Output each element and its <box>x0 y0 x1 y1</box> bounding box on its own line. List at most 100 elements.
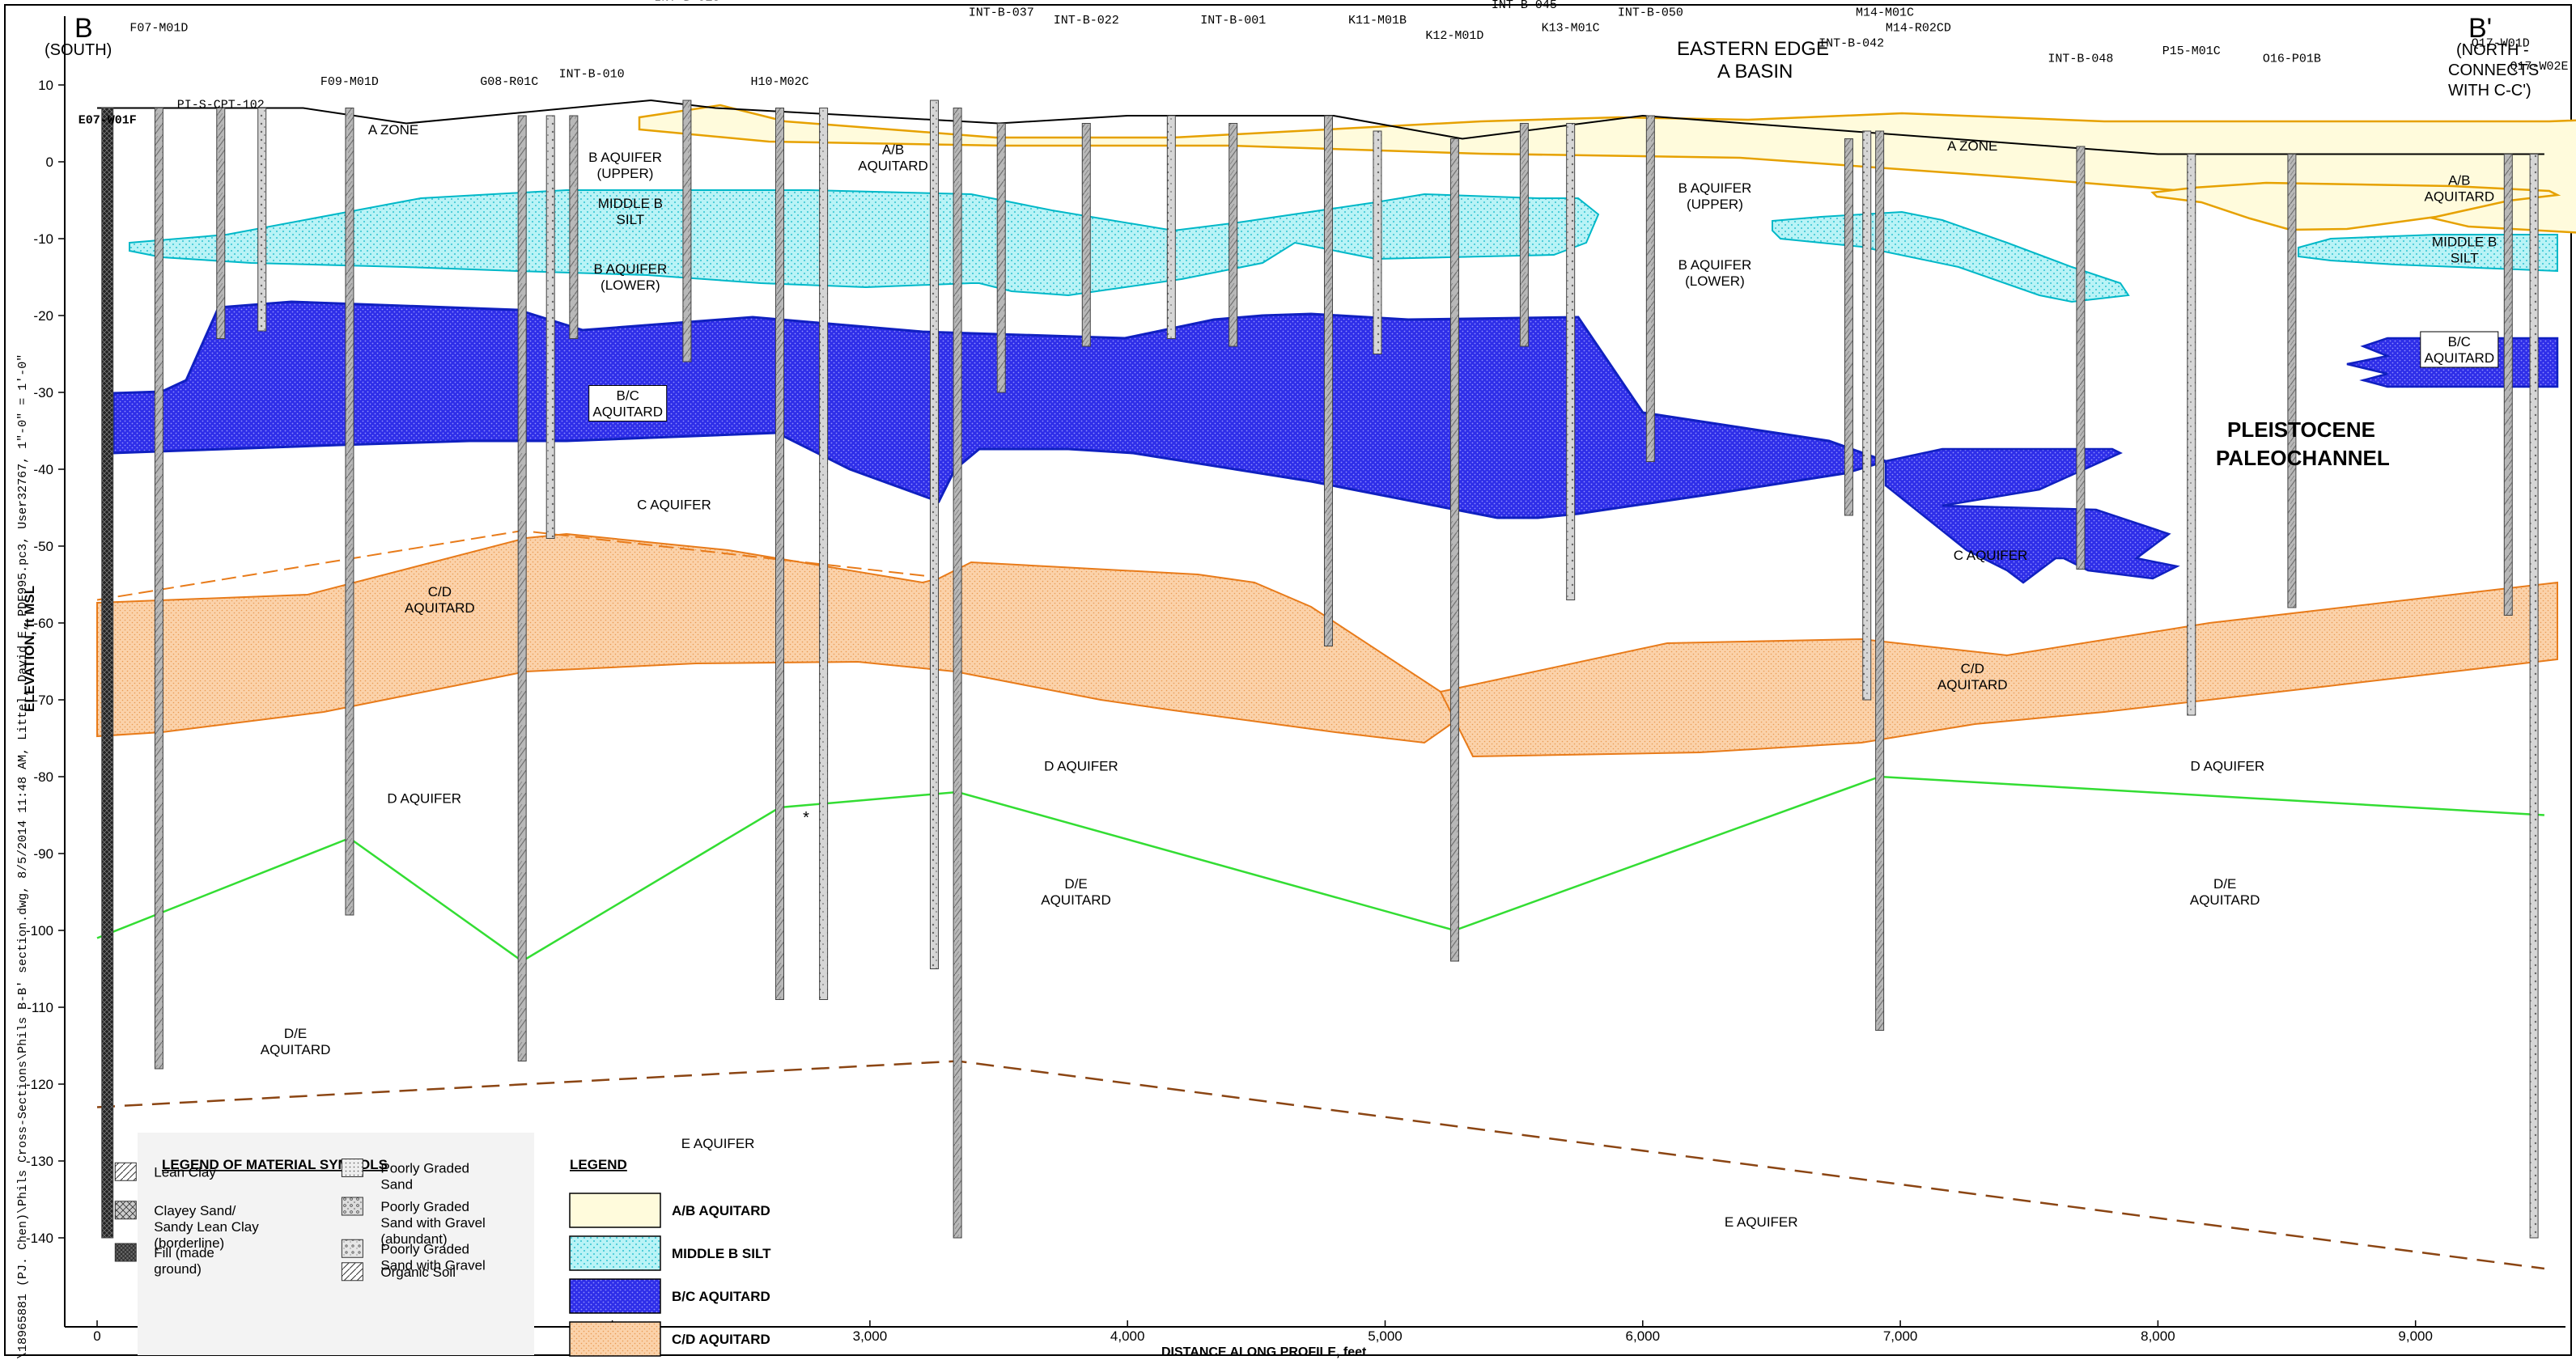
zone-label: AQUITARD <box>592 405 663 420</box>
material-legend-panel <box>138 1133 534 1355</box>
well-column <box>1645 115 1655 462</box>
zone-label: B AQUIFER <box>1678 257 1752 273</box>
well-column <box>257 108 267 332</box>
well-label: E07-W01F <box>79 114 137 128</box>
zone-label: B AQUIFER <box>588 150 662 165</box>
well-label: INT-B-018 <box>654 0 719 5</box>
well-label: F07-M01D <box>129 22 188 36</box>
y-tick-label: -20 <box>33 308 53 324</box>
material-legend: LEGEND OF MATERIAL SYMBOLS <box>138 1133 534 1355</box>
zone-label: (UPPER) <box>597 166 654 181</box>
material-legend-label: Sandy Lean Clay <box>154 1219 259 1235</box>
zone-label: D/E <box>2213 876 2236 892</box>
zone-label: D AQUIFER <box>1044 758 1118 773</box>
well-column <box>1519 123 1529 347</box>
zone-label-box <box>2420 331 2499 368</box>
well-column <box>216 108 226 339</box>
unit-swatch <box>569 1235 661 1271</box>
well-column <box>2287 154 2297 608</box>
zone-label: (LOWER) <box>601 278 660 293</box>
zone-label: MIDDLE B <box>598 196 663 211</box>
zone-label: B/C <box>2448 334 2471 350</box>
y-tick-label: -70 <box>33 693 53 708</box>
section-end-label: B' <box>2468 13 2492 44</box>
zone-label: (UPPER) <box>1687 197 1743 212</box>
well-label: INT-B-022 <box>1054 14 1119 28</box>
material-swatch <box>114 1243 137 1262</box>
middle-b-silt-north <box>2298 234 2558 273</box>
zone-label: AQUITARD <box>2425 350 2495 366</box>
section-end-sub-3: WITH C-C') <box>2448 82 2531 100</box>
y-tick-label: 10 <box>38 78 53 93</box>
material-swatch <box>341 1262 363 1282</box>
zone-label: (LOWER) <box>1685 273 1745 289</box>
well-column <box>1566 123 1576 600</box>
zone-label: E AQUIFER <box>1725 1214 1798 1230</box>
zone-label: AQUITARD <box>405 600 475 616</box>
cd-aquitard-north <box>1439 581 2558 758</box>
well-label: INT-B-037 <box>969 6 1034 20</box>
well-column <box>517 115 527 1061</box>
well-column <box>929 100 939 969</box>
well-column <box>101 108 114 1239</box>
zone-label: A ZONE <box>1947 138 1997 154</box>
zone-label: A/B <box>882 142 904 158</box>
well-column <box>2503 154 2513 616</box>
unit-legend-label: MIDDLE B SILT <box>672 1246 771 1261</box>
well-column <box>953 108 962 1239</box>
drawing-border <box>4 4 2572 1356</box>
zone-label: AQUITARD <box>858 159 928 174</box>
section-labels: B (SOUTH) B' (NORTH - CONNECTS WITH C-C'… <box>22 13 2539 1359</box>
material-legend-label: Poorly Graded <box>380 1241 469 1256</box>
well-label: O16-P01B <box>2263 53 2321 66</box>
zone-label: C AQUIFER <box>637 497 711 512</box>
x-tick-label: 6,000 <box>1626 1328 1661 1344</box>
zone-label: SILT <box>2451 251 2479 266</box>
x-tick-label: 7,000 <box>1883 1328 1918 1344</box>
y-tick-label: -60 <box>33 616 53 631</box>
unit-legend-title: LEGEND <box>570 1157 627 1172</box>
zone-label: D/E <box>284 1026 307 1041</box>
pleistocene-label-2: PALEOCHANNEL <box>2216 446 2390 470</box>
well-column <box>1862 130 1872 701</box>
well-column <box>569 115 579 339</box>
middle-b-silt-mid <box>1772 210 2130 303</box>
material-legend-label: Sand with Gravel <box>380 1257 485 1273</box>
drawing-file-note: \18965881 (PJ. Chen)\Phils Cross-Section… <box>16 354 30 1359</box>
zone-label: B AQUIFER <box>594 261 668 277</box>
material-legend-label: Poorly Graded <box>380 1199 469 1214</box>
unit-legend-label: B/C AQUITARD <box>672 1289 770 1304</box>
zone-label: A ZONE <box>368 122 418 138</box>
unit-swatch <box>569 1321 661 1357</box>
y-tick-label: -140 <box>26 1231 53 1246</box>
well-label: PI-S-CPT-102 <box>177 99 265 112</box>
zone-label: A/B <box>2448 173 2470 189</box>
axes-layer: 100-10-20-30-40-50-60-70-80-90-100-110-1… <box>26 78 2433 1344</box>
well-column <box>682 100 692 362</box>
units-layer <box>96 104 2576 758</box>
zone-label: C/D <box>1961 661 1984 676</box>
zone-label: D/E <box>1064 876 1087 892</box>
material-legend-label: Sand <box>380 1177 413 1193</box>
material-swatch <box>114 1201 137 1220</box>
eastern-edge-label-2: A BASIN <box>1717 61 1793 83</box>
material-legend-label: Organic Soil <box>380 1265 456 1280</box>
y-tick-label: -110 <box>27 1000 53 1015</box>
unit-legend: LEGEND <box>570 1157 627 1172</box>
x-tick-label: 4,000 <box>1110 1328 1145 1344</box>
well-column <box>2187 154 2196 716</box>
unit-legend-label: A/B AQUITARD <box>672 1203 770 1218</box>
x-axis-label: DISTANCE ALONG PROFILE, feet <box>1161 1345 1367 1359</box>
material-legend-label: Clayey Sand/ <box>154 1203 236 1218</box>
well-label: H10-M02C <box>750 75 808 89</box>
well-label: INT-B-050 <box>1618 6 1683 20</box>
zone-label: D AQUIFER <box>2191 758 2265 773</box>
x-tick-label: 8,000 <box>2141 1328 2175 1344</box>
y-tick-label: -80 <box>33 769 53 785</box>
zone-label: AQUITARD <box>2425 189 2495 205</box>
x-tick-label: 9,000 <box>2398 1328 2433 1344</box>
well-label: K11-M01B <box>1348 14 1407 28</box>
y-tick-label: -50 <box>33 539 53 554</box>
